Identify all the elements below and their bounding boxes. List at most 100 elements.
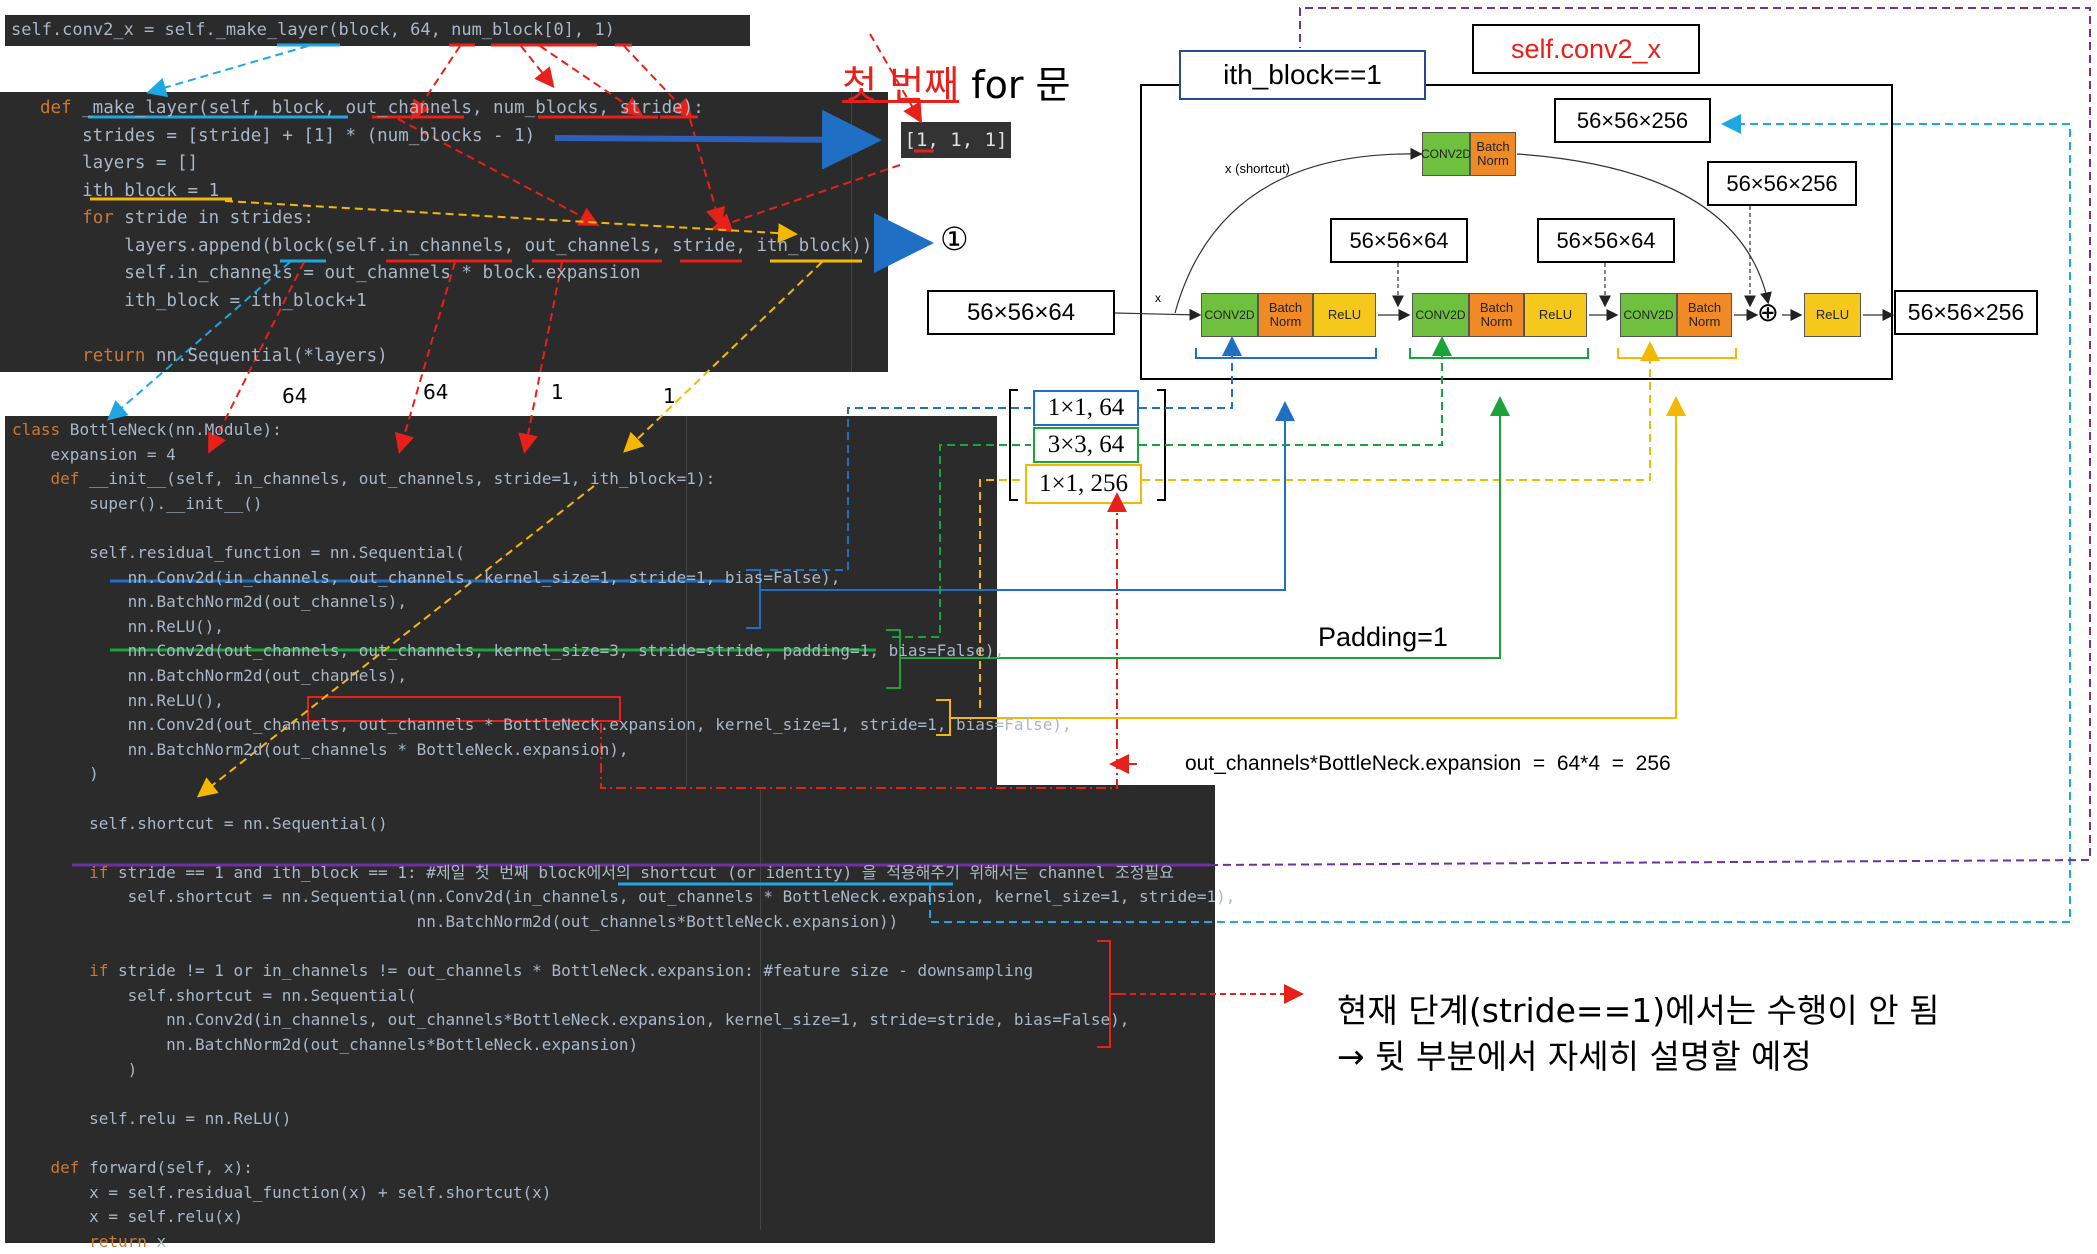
expansion-highlight: [307, 696, 621, 722]
yellow-ith-block-arrows: [196, 200, 1660, 798]
relu-block-2: ReLU: [1524, 293, 1587, 337]
code-line: if stride != 1 or in_channels != out_cha…: [89, 961, 1034, 981]
code-line: if stride == 1 and ith_block == 1: #제일 첫…: [89, 862, 1174, 882]
code-line: def forward(self, x):: [50, 1158, 253, 1177]
code-line: ith_block = 1: [40, 180, 220, 201]
code-bottleneck-panel: [5, 416, 997, 1243]
keyword: return: [82, 345, 146, 366]
kernel-spec-2: 3×3, 64: [1033, 427, 1139, 463]
code-line: nn.Conv2d(out_channels, out_channels, ke…: [12, 641, 1005, 661]
red-expansion-link: [600, 492, 1137, 789]
purple-ith-block-link: [1209, 7, 2091, 866]
shortcut-label: x (shortcut): [1225, 161, 1291, 176]
downsampling-bracket: [1097, 940, 1304, 1048]
scroll-guide: [686, 416, 687, 786]
scroll-guide: [760, 790, 761, 1230]
conv2d-block-2: CONV2D: [1412, 293, 1469, 337]
code-line: self.residual_function = nn.Sequential(: [12, 543, 465, 562]
cyan-block-arrows: [106, 45, 2071, 923]
plus-dim: 56×56×256: [1707, 161, 1857, 206]
param-label-1-b: 1: [663, 384, 676, 408]
conv2-x-label: self.conv2_x: [1472, 24, 1700, 74]
code-line: nn.BatchNorm2d(out_channels),: [12, 592, 407, 612]
keyword: class: [12, 420, 61, 439]
code-line: self.conv2_x = self._make_layer(block, 6…: [11, 19, 615, 41]
code-line: return nn.Sequential(*layers): [82, 345, 388, 366]
param-label-64-b: 64: [423, 380, 449, 404]
code-line: nn.Conv2d(in_channels, out_channels, ker…: [12, 567, 841, 587]
first-for-label: 첫 번째 for 문: [818, 10, 1071, 109]
note-line-2: → 뒷 부분에서 자세히 설명할 예정: [1337, 1037, 1812, 1076]
code-line: ): [12, 764, 99, 784]
code-line: nn.BatchNorm2d(out_channels),: [12, 666, 407, 685]
code-line: self.shortcut = nn.Sequential(nn.Conv2d(…: [12, 887, 1236, 907]
shortcut-conv2d-block: CONV2D: [1421, 132, 1471, 176]
code-line: super().__init__(): [12, 493, 263, 513]
code-line: nn.ReLU(),: [12, 616, 224, 636]
bn-text: Batch: [1687, 300, 1722, 315]
circle-one-label: ①: [940, 220, 969, 258]
block-group-brackets: [1195, 348, 1737, 359]
bn-text: Batch: [1479, 300, 1514, 315]
code-line: nn.BatchNorm2d(out_channels*BottleNeck.e…: [12, 1035, 639, 1054]
code-line: self.in_channels = out_channels * block.…: [40, 263, 641, 283]
code-line: nn.BatchNorm2d(out_channels*BottleNeck.e…: [12, 912, 899, 931]
keyword: if: [89, 862, 109, 882]
yellow-spec-link: [936, 396, 1686, 736]
code-text: self.conv2_x = self._make_layer(block, 6…: [11, 20, 615, 40]
input-dim: 56×56×64: [927, 290, 1115, 335]
kernel-spec-1: 1×1, 64: [1033, 390, 1139, 426]
code-underlines: [72, 43, 1210, 886]
green-spec-links: [886, 336, 1510, 689]
code-line: ): [12, 1059, 138, 1079]
first-for-black: for 문: [959, 63, 1071, 107]
code-line: ith_block = ith_block+1: [40, 290, 367, 311]
blue-spec-links: [746, 336, 1295, 629]
bn-text: Batch: [1268, 300, 1303, 315]
code-line: self.shortcut = nn.Sequential(): [12, 813, 388, 833]
conv2d-block-3: CONV2D: [1620, 293, 1677, 337]
bn-text: Batch: [1476, 139, 1510, 154]
kernel-spec-3: 1×1, 256: [1025, 464, 1142, 504]
blue-arrows: [554, 109, 934, 273]
keyword: def: [40, 98, 72, 118]
bn-text: Norm: [1477, 153, 1509, 168]
conv2d-block-1: CONV2D: [1201, 293, 1258, 337]
code-line: expansion = 4: [12, 444, 176, 464]
code-line: def _make_layer(self, block, out_channel…: [40, 98, 704, 118]
expansion-note: out_channels*BottleNeck.expansion = 64*4…: [1185, 752, 1671, 775]
code-line: nn.ReLU(),: [12, 690, 224, 710]
code-line: nn.BatchNorm2d(out_channels * BottleNeck…: [12, 739, 629, 759]
output-dim: 56×56×256: [1894, 290, 2038, 335]
code-line: class BottleNeck(nn.Module):: [12, 420, 282, 439]
code-line: layers = []: [40, 153, 199, 173]
code-line: nn.Conv2d(out_channels, out_channels * B…: [12, 715, 1072, 735]
param-label-64-a: 64: [282, 384, 308, 408]
keyword: def: [50, 469, 80, 489]
diagram-flow-lines: [1114, 147, 1895, 321]
shortcut-dim: 56×56×256: [1554, 98, 1711, 143]
code-top-panel: self.conv2_x = self._make_layer(block, 6…: [5, 15, 750, 46]
code-line: x = self.residual_function(x) + self.sho…: [12, 1182, 552, 1202]
code-line: self.relu = nn.ReLU(): [12, 1108, 292, 1128]
code-line: nn.Conv2d(in_channels, out_channels*Bott…: [12, 1010, 1130, 1030]
code-line: strides = [stride] + [1] * (num_blocks -…: [40, 125, 536, 146]
add-icon: ⊕: [1757, 298, 1779, 328]
bn-text: Norm: [1688, 314, 1721, 329]
code-bottleneck-extension: [997, 785, 1215, 1243]
first-for-red: 첫 번째: [842, 63, 960, 107]
note-line-1: 현재 단계(stride==1)에서는 수행이 안 됨: [1337, 991, 1940, 1030]
code-line: for stride in strides:: [82, 208, 314, 228]
dim-after-second: 56×56×64: [1537, 218, 1675, 263]
param-label-1-a: 1: [551, 380, 564, 404]
bn-text: Norm: [1269, 314, 1302, 329]
red-param-arrows: [208, 33, 923, 454]
keyword: def: [50, 1158, 80, 1177]
keyword: if: [89, 961, 109, 981]
code-line: layers.append(block(self.in_channels, ou…: [40, 235, 873, 256]
scroll-guide: [851, 92, 852, 372]
